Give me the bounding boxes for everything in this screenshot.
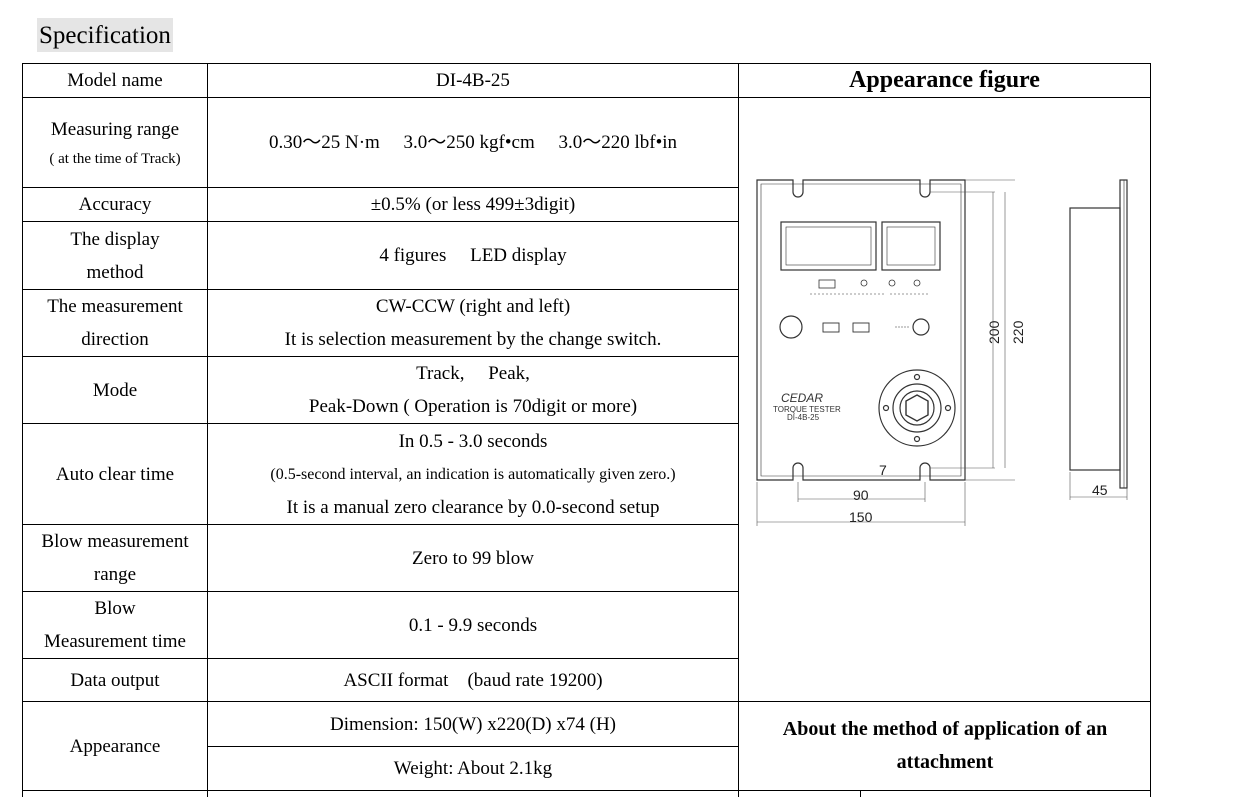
device-label-2: DI-4B-25: [787, 413, 820, 422]
weight-value: Weight: About 2.1kg: [393, 758, 553, 779]
dim-45: 45: [1092, 482, 1108, 498]
mode-value: Track, Peak, Peak-Down ( Operation is 70…: [308, 363, 638, 417]
blow-time-value: 0.1 - 9.9 seconds: [408, 614, 538, 636]
dim-90: 90: [853, 487, 869, 503]
attachment-note: About the method of application of an at…: [782, 718, 1108, 773]
dim-200: 200: [986, 320, 1002, 344]
led-display-small: [881, 221, 941, 271]
device-side-view: [1069, 207, 1121, 471]
dim-220: 220: [1010, 320, 1026, 344]
appearance-drawing: CEDAR TORQUE TESTER DI-4B-25 200 220 7 9…: [756, 179, 1128, 526]
data-output-label: Data output: [70, 669, 160, 691]
model-name-label: Model name: [67, 70, 163, 91]
blow-range-value: Zero to 99 blow: [412, 547, 534, 569]
dim-150: 150: [849, 509, 873, 525]
power-button-icon: [912, 318, 930, 336]
direction-value: CW-CCW (right and left) It is selection …: [284, 296, 662, 350]
appearance-label: Appearance: [69, 735, 161, 757]
device-front-outline: [756, 179, 966, 481]
brand-text: CEDAR: [781, 391, 823, 405]
data-output-value: ASCII format (baud rate 19200): [343, 669, 603, 691]
display-method-label: The display method: [70, 228, 160, 283]
dimension-value: Dimension: 150(W) x220(D) x74 (H): [329, 713, 616, 735]
mode-label: Mode: [92, 379, 138, 401]
section-heading: Specification: [37, 18, 173, 52]
zero-knob-icon: [779, 315, 803, 339]
torque-head-outline: [878, 369, 956, 447]
blow-range-label: Blow measurement range: [41, 531, 189, 585]
direction-label: The measurement direction: [47, 296, 183, 350]
measuring-range-value: 0.30〜25 N·m 3.0〜250 kgf•cm 3.0〜220 lbf•i…: [268, 132, 678, 153]
measuring-range-label: Measuring range ( at the time of Track): [49, 119, 181, 167]
appearance-figure-title: Appearance figure: [849, 67, 1040, 93]
accuracy-value: ±0.5% (or less 499±3digit): [370, 194, 576, 215]
device-label-1: TORQUE TESTER: [773, 405, 841, 414]
led-display-large: [780, 221, 877, 271]
blow-time-label: Blow Measurement time: [44, 598, 186, 652]
mode-switch-icon: [818, 279, 836, 289]
accuracy-label: Accuracy: [78, 194, 152, 215]
model-name-value: DI-4B-25: [436, 70, 510, 91]
dim-7: 7: [879, 462, 887, 478]
display-method-value: 4 figures LED display: [379, 245, 567, 266]
auto-clear-time-value: In 0.5 - 3.0 seconds (0.5-second interva…: [270, 430, 676, 518]
auto-clear-time-label: Auto clear time: [55, 463, 175, 485]
